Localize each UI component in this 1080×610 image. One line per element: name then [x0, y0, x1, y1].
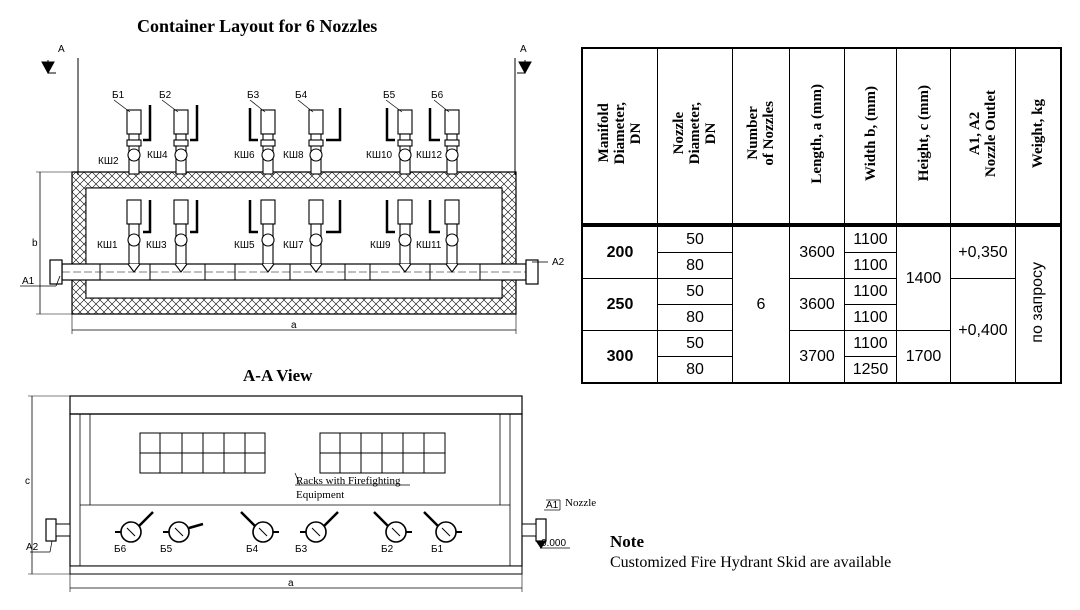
valve-label: КШ11 [416, 240, 442, 251]
table-row: 80 1100 [582, 304, 1061, 331]
cell-length: 3600 [789, 224, 845, 279]
cell-manifold: 300 [581, 330, 658, 384]
nozzle-label: Б3 [247, 90, 260, 101]
outlet-a2-label: A2 [552, 257, 565, 268]
cell-nozzle-dn: 80 [657, 304, 733, 331]
dimension-a-label: a [291, 320, 297, 331]
nozzle-label: Б1 [431, 544, 444, 555]
racks-label: Racks with Firefighting [296, 475, 401, 487]
header-height: Height, c (mm) [896, 47, 951, 227]
table-row: 200 50 6 3600 1100 1400 +0,350 по запрос… [581, 224, 1062, 384]
section-mark-right: A [520, 44, 527, 55]
nozzle-label: Б4 [246, 544, 259, 555]
nozzle-label: Б5 [160, 544, 173, 555]
cell-length: 3600 [789, 278, 845, 331]
cell-nozzle-dn: 50 [657, 330, 733, 357]
table-row: 250 50 3600 1100 +0,400 [581, 278, 1061, 384]
cell-width: 1100 [844, 330, 897, 357]
nozzle-label: Б2 [381, 544, 394, 555]
dimension-c-label: c [25, 476, 30, 487]
table-row: 80 1100 [582, 252, 1061, 279]
cell-nozzle-dn: 50 [657, 278, 733, 305]
cell-height: 1700 [896, 330, 951, 384]
header-nozzle-dn: Nozzle Diameter, DN [657, 47, 733, 227]
table-row: 300 50 3700 1100 1700 [581, 330, 1061, 384]
valve-label: КШ9 [370, 240, 391, 251]
outlet-a1-label: A1 [22, 276, 35, 287]
valve-label: КШ3 [146, 240, 167, 251]
valve-label: КШ5 [234, 240, 255, 251]
valve-label: КШ4 [147, 150, 168, 161]
header-manifold: Manifold Diameter, DN [581, 47, 658, 227]
nozzle-label: Б6 [114, 544, 127, 555]
nozzle-label: Б3 [295, 544, 308, 555]
table-header-row: Manifold Diameter, DN Nozzle Diameter, D… [581, 47, 1062, 227]
side-view [28, 395, 570, 592]
outlet-a1-label: A1 [546, 500, 559, 511]
cell-width: 1250 [844, 356, 897, 384]
cell-width: 1100 [844, 252, 897, 279]
note: Note Customized Fire Hydrant Skid are av… [610, 532, 891, 572]
cell-outlet: +0,400 [950, 278, 1016, 384]
outlet-a2-label: A2 [26, 542, 39, 553]
section-mark-left: A [58, 44, 65, 55]
header-weight: Weight, kg [1015, 47, 1062, 227]
nozzle-label: Б6 [431, 90, 444, 101]
valve-label: КШ6 [234, 150, 255, 161]
top-view [20, 58, 548, 334]
valve-label: КШ1 [97, 240, 118, 251]
layout-title: Container Layout for 6 Nozzles [137, 16, 378, 36]
note-text: Customized Fire Hydrant Skid are availab… [610, 554, 892, 571]
cell-nozzle-dn: 80 [657, 252, 733, 279]
cell-nozzle-dn: 80 [657, 356, 733, 384]
cell-length: 3700 [789, 330, 845, 384]
header-width: Width b, (mm) [844, 47, 897, 227]
dimension-a-label: a [288, 578, 294, 589]
valve-label: КШ2 [98, 156, 119, 167]
table-row: 80 1250 [582, 356, 1061, 384]
view-title: A-A View [243, 366, 313, 385]
cell-number: 6 [732, 224, 790, 384]
valve-handles [143, 105, 440, 234]
nozzle-risers [126, 109, 460, 273]
cell-manifold: 250 [581, 278, 658, 331]
cell-width: 1100 [844, 224, 897, 253]
cell-outlet: +0,350 [950, 224, 1016, 279]
header-outlet: A1, A2 Nozzle Outlet [950, 47, 1016, 227]
cell-height: 1400 [896, 224, 951, 331]
header-length: Length, a (mm) [789, 47, 845, 227]
nozzle-label: Б5 [383, 90, 396, 101]
valve-label: КШ8 [283, 150, 304, 161]
cell-nozzle-dn: 50 [657, 224, 733, 253]
cell-width: 1100 [844, 304, 897, 331]
elevation-label: 0.000 [541, 538, 566, 549]
dimension-b-label: b [32, 238, 38, 249]
note-heading: Note [610, 532, 644, 551]
nozzle-callout: Nozzle [565, 497, 596, 509]
nozzle-label: Б2 [159, 90, 172, 101]
nozzle-label: Б4 [295, 90, 308, 101]
header-number: Number of Nozzles [732, 47, 790, 227]
racks-label: Equipment [296, 489, 344, 501]
cell-weight: по запросу [1015, 224, 1062, 384]
side-nozzle-valves [115, 511, 462, 543]
valve-label: КШ7 [283, 240, 304, 251]
valve-label: КШ10 [366, 150, 393, 161]
spec-table: Manifold Diameter, DN Nozzle Diameter, D… [581, 47, 1062, 384]
cell-manifold: 200 [581, 224, 658, 279]
nozzle-label: Б1 [112, 90, 125, 101]
cell-width: 1100 [844, 278, 897, 305]
valve-label: КШ12 [416, 150, 443, 161]
